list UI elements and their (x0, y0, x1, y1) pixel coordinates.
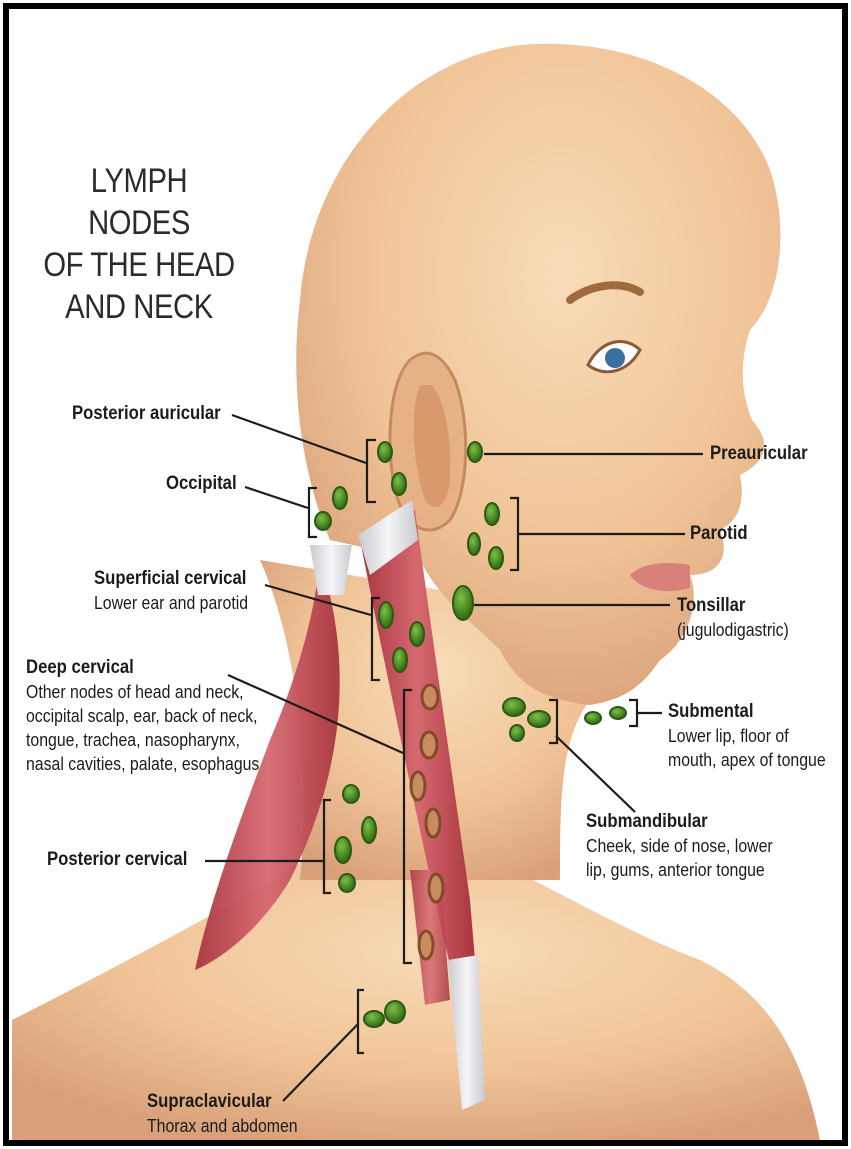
node-submental (610, 707, 626, 719)
label-submandibular: Submandibular Cheek, side of nose, lower… (586, 810, 798, 882)
node-posterior-cervical (343, 785, 359, 803)
node-posterior-auricular (378, 442, 392, 462)
node-posterior-cervical (362, 817, 376, 843)
label-name: Occipital (166, 472, 237, 496)
node-deep-cervical (419, 931, 433, 959)
node-supraclavicular (385, 1001, 405, 1023)
label-desc: Lower lip, floor of (668, 724, 826, 748)
node-occipital (315, 512, 331, 530)
title-line: AND NECK (40, 286, 238, 328)
node-posterior-cervical (339, 874, 355, 892)
node-submandibular (510, 725, 524, 741)
node-occipital (333, 487, 347, 509)
label-name: Supraclavicular (147, 1090, 298, 1114)
label-name: Posterior auricular (72, 402, 221, 426)
label-desc: Other nodes of head and neck, (26, 680, 259, 704)
node-parotid (485, 503, 499, 525)
label-desc: mouth, apex of tongue (668, 748, 826, 772)
node-deep-cervical (421, 732, 437, 758)
label-deep-cervical: Deep cervical Other nodes of head and ne… (26, 656, 291, 776)
node-superficial-cervical (379, 602, 393, 628)
node-preauricular (468, 442, 482, 462)
node-parotid (468, 533, 480, 555)
title-line: LYMPH NODES (40, 160, 238, 244)
label-posterior-cervical: Posterior cervical (47, 848, 206, 872)
label-desc: (jugulodigastric) (677, 618, 789, 642)
node-posterior-cervical (335, 837, 351, 863)
node-submental (585, 712, 601, 724)
label-desc: Lower ear and parotid (94, 591, 248, 615)
label-name: Preauricular (710, 442, 808, 466)
node-submandibular (503, 698, 525, 716)
node-deep-cervical (429, 874, 443, 902)
iris (605, 348, 625, 368)
label-desc: Thorax and abdomen (147, 1114, 298, 1138)
label-parotid: Parotid (690, 522, 755, 546)
label-desc: occipital scalp, ear, back of neck, (26, 704, 259, 728)
label-name: Parotid (690, 522, 748, 546)
page-title: LYMPH NODES OF THE HEAD AND NECK (40, 160, 238, 328)
node-submandibular (528, 711, 550, 727)
label-name: Deep cervical (26, 656, 259, 680)
label-desc: lip, gums, anterior tongue (586, 858, 773, 882)
node-superficial-cervical (410, 622, 424, 646)
label-superficial-cervical: Superficial cervical Lower ear and parot… (94, 567, 269, 615)
label-name: Submental (668, 700, 826, 724)
node-posterior-auricular (392, 473, 406, 495)
label-posterior-auricular: Posterior auricular (72, 402, 241, 426)
label-name: Submandibular (586, 810, 773, 834)
node-deep-cervical (411, 772, 425, 800)
label-desc: nasal cavities, palate, esophagus (26, 752, 259, 776)
node-parotid (489, 547, 503, 569)
label-preauricular: Preauricular (710, 442, 821, 466)
node-deep-cervical (426, 809, 440, 837)
label-name: Tonsillar (677, 594, 789, 618)
label-supraclavicular: Supraclavicular Thorax and abdomen (147, 1090, 318, 1138)
node-superficial-cervical (393, 648, 407, 672)
label-name: Posterior cervical (47, 848, 187, 872)
node-tonsillar (453, 586, 473, 620)
label-desc: tongue, trachea, nasopharynx, (26, 728, 259, 752)
node-supraclavicular (364, 1011, 384, 1027)
label-tonsillar: Tonsillar (jugulodigastric) (677, 594, 804, 642)
label-desc: Cheek, side of nose, lower (586, 834, 773, 858)
node-deep-cervical (422, 685, 438, 709)
label-name: Superficial cervical (94, 567, 248, 591)
label-occipital: Occipital (166, 472, 246, 496)
title-line: OF THE HEAD (40, 244, 238, 286)
label-submental: Submental Lower lip, floor of mouth, ape… (668, 700, 847, 772)
